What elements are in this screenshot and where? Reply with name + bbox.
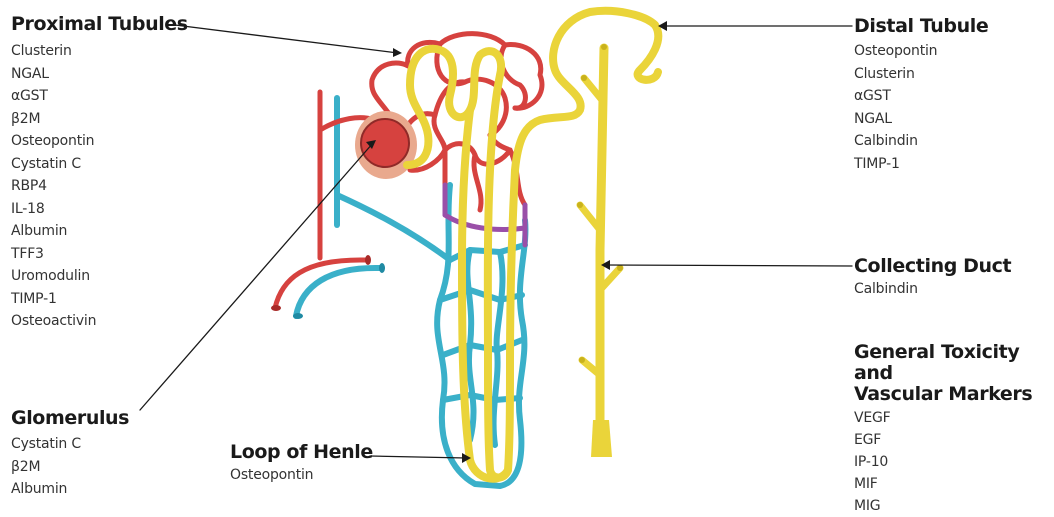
proximal-tubules-title: Proximal Tubules <box>11 14 188 35</box>
marker-item: Clusterin <box>11 40 188 63</box>
proximal-tubules-label-group: Proximal Tubules Clusterin NGAL αGST β2M… <box>11 14 188 333</box>
marker-item: Albumin <box>11 478 129 501</box>
marker-item: Osteopontin <box>854 40 988 63</box>
marker-item: Clusterin <box>854 63 988 86</box>
marker-item: Calbindin <box>854 278 1011 301</box>
marker-item: MIF <box>854 473 1054 495</box>
collecting-duct-marker-list: Calbindin <box>854 278 1011 301</box>
glomerulus-marker-list: Cystatin C β2M Albumin <box>11 433 129 501</box>
artery-end-icon <box>271 305 281 311</box>
marker-item: Uromodulin <box>11 265 188 288</box>
duct-end-icon <box>617 265 623 271</box>
distal-tubule-title: Distal Tubule <box>854 16 988 37</box>
marker-item: TFF3 <box>11 243 188 266</box>
glomerulus-label-group: Glomerulus Cystatin C β2M Albumin <box>11 408 129 501</box>
marker-item: EGF <box>854 429 1054 451</box>
vein-end-icon <box>293 313 303 319</box>
general-toxicity-title-line1: General Toxicity and <box>854 342 1054 384</box>
marker-item: Calbindin <box>854 130 988 153</box>
marker-item: NGAL <box>854 108 988 131</box>
vein-end-icon <box>379 263 385 273</box>
marker-item: αGST <box>11 85 188 108</box>
marker-item: IL-18 <box>11 198 188 221</box>
artery-end-icon <box>365 255 371 265</box>
marker-item: β2M <box>11 456 129 479</box>
collecting-leader-line <box>606 265 852 266</box>
collecting-duct-title: Collecting Duct <box>854 256 1011 277</box>
collecting-duct-label-group: Collecting Duct Calbindin <box>854 256 1011 301</box>
marker-item: Cystatin C <box>11 153 188 176</box>
marker-item: Albumin <box>11 220 188 243</box>
marker-item: Cystatin C <box>11 433 129 456</box>
marker-item: Osteopontin <box>11 130 188 153</box>
marker-item: NGAL <box>11 63 188 86</box>
duct-end-icon <box>581 75 587 81</box>
loop-of-henle-marker-list: Osteopontin <box>230 464 373 487</box>
marker-item: Osteopontin <box>230 464 373 487</box>
marker-item: RBP4 <box>11 175 188 198</box>
proximal-leader-line <box>175 25 398 53</box>
marker-item: TIMP-1 <box>11 288 188 311</box>
marker-item: VEGF <box>854 407 1054 429</box>
general-toxicity-marker-list: VEGF EGF IP-10 MIF MIG <box>854 407 1054 517</box>
glomerulus-title: Glomerulus <box>11 408 129 429</box>
general-toxicity-label-group: General Toxicity and Vascular Markers VE… <box>854 342 1054 517</box>
marker-item: MIG <box>854 495 1054 517</box>
arrowhead-icon <box>393 48 402 57</box>
distal-tubule-label-group: Distal Tubule Osteopontin Clusterin αGST… <box>854 16 988 175</box>
duct-end-icon <box>579 357 585 363</box>
distal-tubule-marker-list: Osteopontin Clusterin αGST NGAL Calbindi… <box>854 40 988 175</box>
loop-of-henle-label-group: Loop of Henle Osteopontin <box>230 442 373 487</box>
marker-item: IP-10 <box>854 451 1054 473</box>
collecting-duct <box>600 48 604 452</box>
marker-item: β2M <box>11 108 188 131</box>
marker-item: TIMP-1 <box>854 153 988 176</box>
collecting-duct-outlet <box>591 420 612 457</box>
duct-end-icon <box>601 44 607 50</box>
proximal-tubules-marker-list: Clusterin NGAL αGST β2M Osteopontin Cyst… <box>11 40 188 333</box>
duct-end-icon <box>577 202 583 208</box>
general-toxicity-title-line2: Vascular Markers <box>854 384 1054 405</box>
loop-of-henle-title: Loop of Henle <box>230 442 373 463</box>
marker-item: Osteoactivin <box>11 310 188 333</box>
marker-item: αGST <box>854 85 988 108</box>
